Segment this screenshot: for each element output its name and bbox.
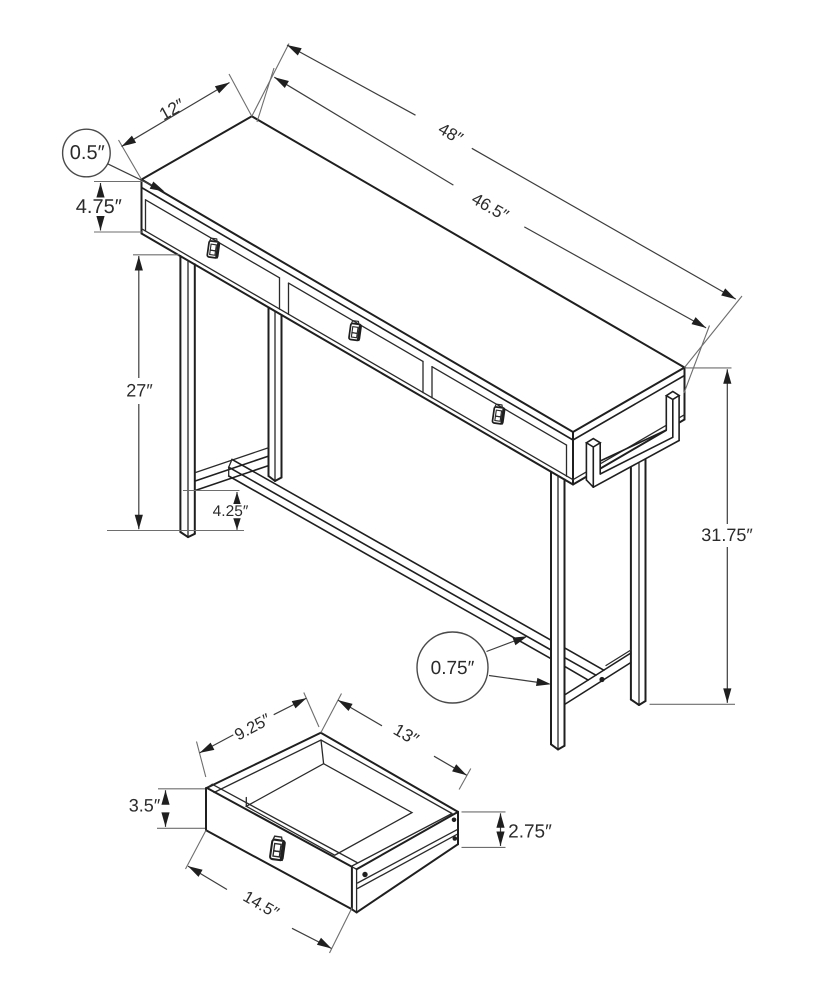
svg-text:3.5″: 3.5″	[129, 795, 161, 815]
svg-text:4.75″: 4.75″	[76, 196, 122, 218]
svg-text:4.25″: 4.25″	[213, 503, 249, 520]
svg-text:0.5″: 0.5″	[70, 142, 105, 164]
svg-text:27″: 27″	[126, 380, 153, 400]
svg-text:31.75″: 31.75″	[701, 525, 753, 545]
svg-text:0.75″: 0.75″	[431, 658, 475, 679]
svg-text:2.75″: 2.75″	[508, 822, 552, 843]
